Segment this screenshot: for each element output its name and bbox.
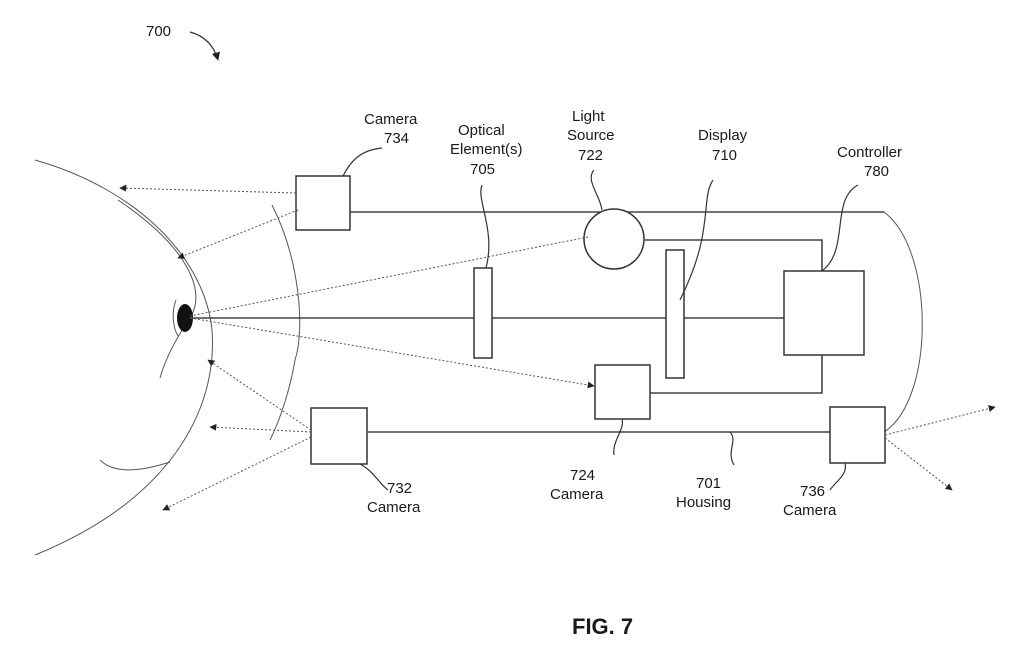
internal-wiring [190,239,823,394]
camera-724-name: Camera [550,486,604,503]
display-box [665,249,685,379]
light-source-name-line2: Source [567,127,615,144]
light-source-circle [583,208,645,270]
camera-724-box [594,364,651,420]
light-rays [119,184,996,511]
camera-734-name: Camera [364,111,418,128]
controller-box [783,270,865,356]
light-source-number: 722 [578,147,603,164]
display-number: 710 [712,147,737,164]
figure-ref-number: 700 [146,23,171,40]
camera-732-box [310,407,368,465]
housing-number: 701 [696,475,721,492]
camera-734-number: 734 [384,130,409,147]
camera-732-number: 732 [387,480,412,497]
user-eye [34,159,213,556]
figure-ref-arrow [189,31,220,61]
housing-name: Housing [676,494,731,511]
display-name: Display [698,127,748,144]
camera-734-box [295,175,351,231]
optical-element-box [473,267,493,359]
controller-number: 780 [864,163,889,180]
camera-732-name: Camera [367,499,421,516]
optical-element-name-line2: Element(s) [450,141,523,158]
figure-caption: FIG. 7 [572,614,633,639]
leader-lines [342,147,859,491]
optical-element-number: 705 [470,161,495,178]
camera-736-box [829,406,886,464]
camera-736-number: 736 [800,483,825,500]
camera-736-name: Camera [783,502,837,519]
camera-724-number: 724 [570,467,595,484]
optical-element-name-line1: Optical [458,122,505,139]
light-source-name-line1: Light [572,108,605,125]
controller-name: Controller [837,144,902,161]
